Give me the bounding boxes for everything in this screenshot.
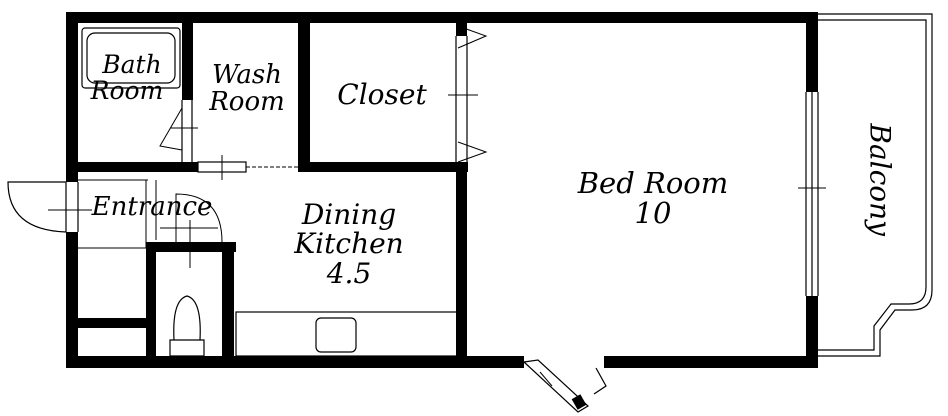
closet-label: Closet	[312, 78, 452, 111]
entrance-door	[7, 181, 92, 233]
bed-label-line1: Bed Room	[577, 166, 729, 200]
entrance-step	[78, 179, 157, 249]
dining-kitchen-label: Dining Kitchen 4.5	[276, 198, 422, 290]
closet-doors	[448, 25, 488, 163]
bath-door	[159, 100, 198, 162]
interior-walls	[78, 22, 468, 368]
entrance-label-text: Entrance	[91, 192, 213, 222]
bedroom-window	[798, 92, 826, 296]
bath-label-line1: Bath	[102, 50, 162, 79]
bedroom-entry-door	[522, 359, 607, 413]
bed-room-label: Bed Room 10	[560, 168, 746, 229]
entrance-label: Entrance	[82, 192, 222, 222]
dining-label-line2: Kitchen	[294, 227, 404, 261]
bed-label-line2: 10	[634, 196, 672, 231]
closet-label-text: Closet	[337, 78, 427, 111]
bath-label-line2: Room	[90, 76, 164, 106]
bathtub	[81, 27, 181, 89]
kitchen-counter	[235, 311, 459, 357]
wash-room-label: Wash Room	[196, 60, 298, 118]
balcony-outline	[817, 13, 933, 357]
toilet	[169, 295, 205, 357]
balcony-label-text: Balcony	[863, 123, 897, 237]
wash-door	[197, 155, 298, 180]
bath-room-label: Bath Room	[84, 50, 180, 105]
dining-label-line1: Dining	[301, 198, 397, 231]
wash-label-line1: Wash	[211, 60, 283, 90]
wash-label-line2: Room	[209, 87, 285, 118]
dining-label-line3: 4.5	[326, 256, 372, 290]
balcony-label: Balcony	[863, 120, 897, 240]
toilet-door	[160, 193, 223, 268]
exterior-walls	[66, 12, 818, 368]
